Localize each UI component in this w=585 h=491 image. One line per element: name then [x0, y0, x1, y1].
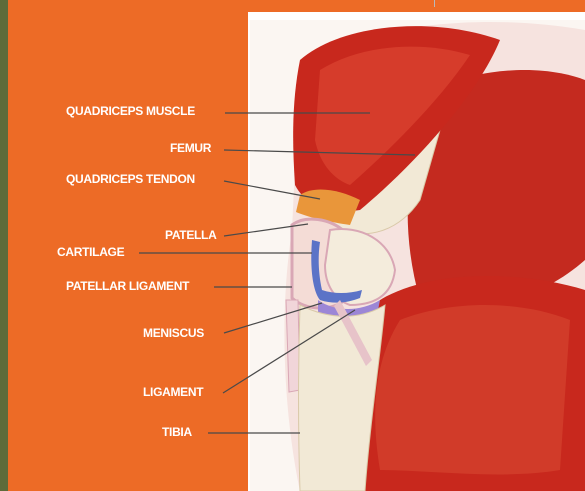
label-ligament: LIGAMENT [143, 385, 203, 399]
label-quadriceps-muscle: QUADRICEPS MUSCLE [66, 104, 195, 118]
label-patellar-ligament: PATELLAR LIGAMENT [66, 279, 189, 293]
calf-muscle-highlight [375, 305, 570, 474]
label-patella: PATELLA [165, 228, 216, 242]
label-meniscus: MENISCUS [143, 326, 204, 340]
label-cartilage: CARTILAGE [57, 245, 124, 259]
label-quadriceps-tendon: QUADRICEPS TENDON [66, 172, 195, 186]
label-tibia: TIBIA [162, 425, 192, 439]
label-femur: FEMUR [170, 141, 211, 155]
